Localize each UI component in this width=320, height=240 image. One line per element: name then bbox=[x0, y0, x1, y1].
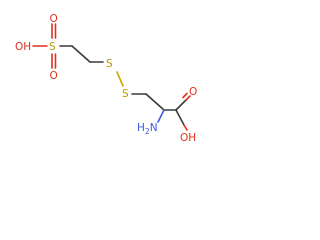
bond-cb-ca bbox=[145, 93, 165, 111]
bond-c-o-double bbox=[182, 92, 188, 99]
atom-oh-carboxyl: OH bbox=[180, 132, 196, 144]
bond-c-oh bbox=[183, 124, 188, 131]
bond-ca-n bbox=[157, 109, 165, 123]
bond-c-o bbox=[185, 95, 191, 101]
atom-s-disulfide-1: S bbox=[106, 58, 113, 70]
bond-c1-c2 bbox=[71, 45, 91, 63]
atom-oh-sulfonic: OH bbox=[15, 41, 31, 53]
bond-c-oh-part bbox=[175, 109, 185, 126]
bond-s-s bbox=[116, 71, 124, 87]
atom-s-sulfonic: S bbox=[49, 41, 56, 53]
chemical-structure: O S O OH S S O OH H2N bbox=[15, 13, 197, 144]
atom-amine: H2N bbox=[137, 122, 158, 136]
atom-o-bottom: O bbox=[50, 70, 58, 82]
atom-o-top: O bbox=[50, 13, 58, 25]
structure-canvas: O S O OH S S O OH H2N bbox=[15, 13, 197, 144]
bond-c-o-part bbox=[175, 99, 187, 111]
atom-s-disulfide-2: S bbox=[122, 88, 129, 100]
atom-o-carboxyl: O bbox=[189, 86, 197, 98]
